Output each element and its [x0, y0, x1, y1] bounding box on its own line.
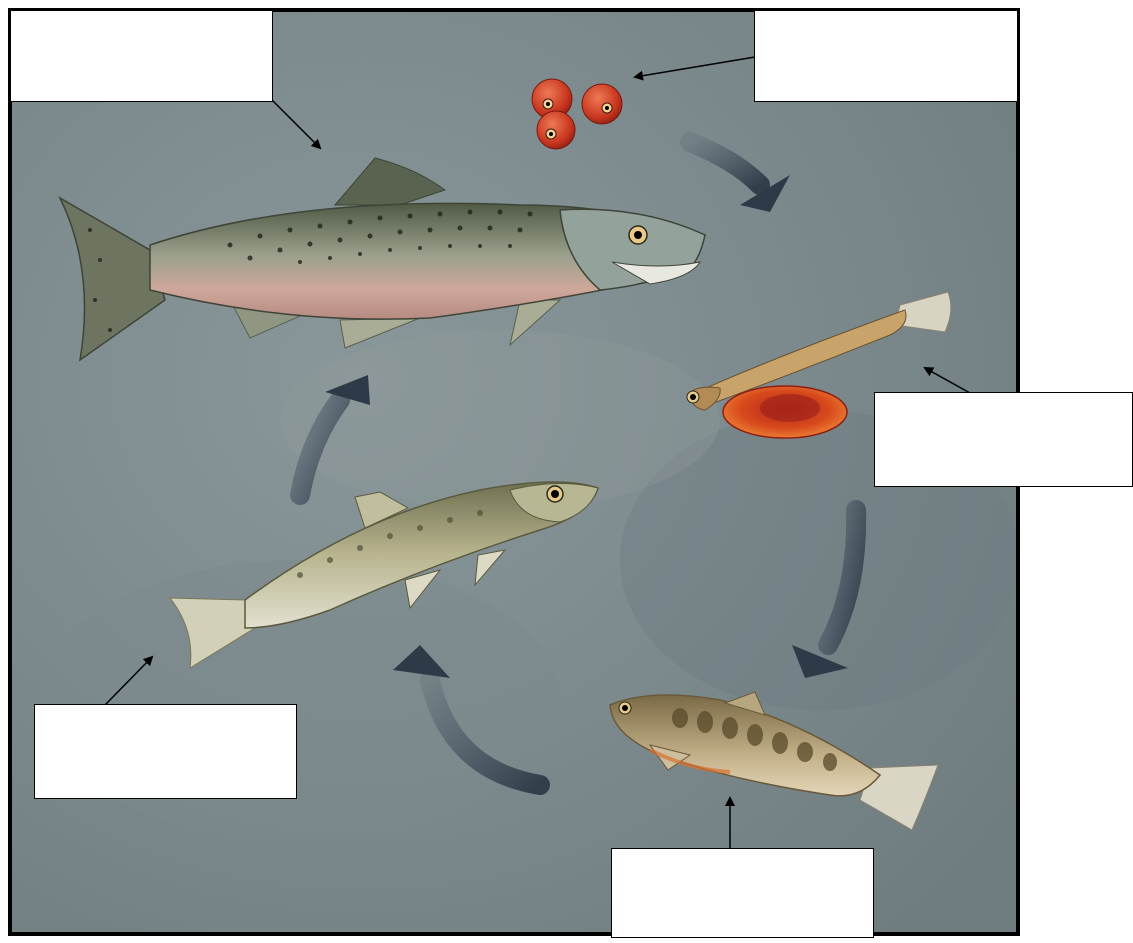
- label-box-smolt[interactable]: [34, 704, 297, 799]
- label-box-adult[interactable]: [10, 10, 273, 102]
- label-box-fry[interactable]: [611, 848, 874, 938]
- label-box-eggs[interactable]: [754, 10, 1018, 102]
- label-box-alevin[interactable]: [874, 392, 1133, 487]
